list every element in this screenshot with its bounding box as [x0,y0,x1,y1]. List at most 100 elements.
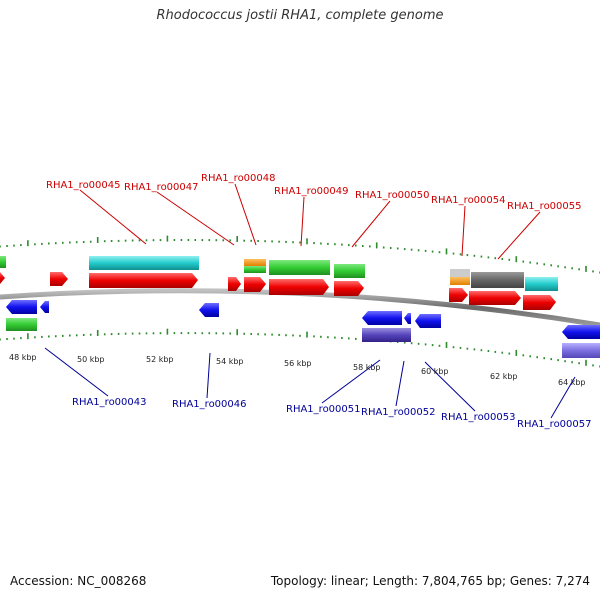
tick-mark [571,361,573,364]
scale-label: 64 kbp [558,378,586,387]
tick-mark [187,332,190,335]
tick-mark [34,336,36,339]
tick-mark [75,334,78,337]
gene-ro00048-b[interactable] [244,266,266,273]
gene-feature[interactable] [404,313,411,324]
tick-mark [459,253,462,256]
tick-track-top [0,235,600,274]
scale-label: 58 kbp [353,363,381,372]
gene-feature[interactable] [40,301,49,313]
tick-mark [152,239,155,242]
tick-mark [292,334,294,337]
tick-mark [341,243,343,246]
tick-mark [62,334,64,337]
gene-ro00048-cds[interactable] [244,277,266,292]
tick-mark [557,265,559,268]
tick-mark [20,337,22,340]
tick-mark [459,346,462,349]
tick-mark [89,240,92,243]
accession-text: Accession: NC_008268 [10,574,147,588]
gene-feature[interactable] [562,325,600,339]
gene-feature[interactable] [0,256,6,268]
tick-mark [278,240,280,243]
gene-ro00053[interactable] [415,314,441,328]
tick-mark [403,341,406,344]
tick-mark [592,364,594,367]
tick-mark [0,245,1,248]
tick-mark [515,256,518,263]
gene-ro00055-cds[interactable] [469,291,521,305]
gene-label[interactable]: RHA1_ro00048 [201,173,276,184]
gene-ro00049-cds[interactable] [269,279,329,295]
tick-mark [438,344,441,347]
gene-ro00054-cds[interactable] [449,288,468,302]
gene-label[interactable]: RHA1_ro00054 [431,195,506,206]
gene-ro00052[interactable] [362,328,411,342]
gene-label[interactable]: RHA1_ro00050 [355,190,430,201]
tick-mark [362,245,364,247]
gene-ro00043[interactable] [6,300,37,314]
genome-summary-text: Topology: linear; Length: 7,804,765 bp; … [270,574,590,588]
tick-mark [424,343,427,346]
gene-ro00051[interactable] [362,311,402,325]
tick-mark [431,250,434,253]
tick-mark [82,334,85,336]
tick-mark [382,246,385,249]
gene-ro00057[interactable] [562,343,600,358]
gene-label[interactable]: RHA1_ro00055 [507,201,582,212]
tick-mark [89,333,92,336]
gene-label[interactable]: RHA1_ro00057 [517,419,592,430]
gene-label[interactable]: RHA1_ro00046 [172,399,247,410]
gene-ro00050-cds[interactable] [334,281,364,296]
tick-mark [369,245,371,248]
gene-ro00047[interactable] [228,277,241,291]
scale-label: 60 kbp [421,367,449,376]
tick-mark [403,248,406,251]
gene-feature[interactable] [523,295,556,310]
gene-ro00045-cds[interactable] [89,273,198,288]
tick-mark [320,242,322,245]
gene-label[interactable]: RHA1_ro00049 [274,186,349,197]
gene-ro00046[interactable] [199,303,219,317]
tick-mark [480,349,483,352]
tick-mark [138,332,141,335]
gene-label[interactable]: RHA1_ro00051 [286,404,361,415]
gene-ro00054-a[interactable] [450,269,470,277]
tick-mark [69,334,71,337]
scale-label: 62 kbp [490,372,518,381]
tick-mark [550,264,552,267]
gene-ro00055[interactable] [525,277,558,291]
tick-mark [445,342,448,348]
tick-mark [299,334,301,337]
gene-ro00055-gray[interactable] [471,272,524,288]
tick-mark [27,240,29,247]
gene-label[interactable]: RHA1_ro00045 [46,180,121,191]
gene-label[interactable]: RHA1_ro00052 [361,407,436,418]
gene-feature[interactable] [0,272,5,284]
tick-mark [243,239,245,242]
tick-mark [236,329,238,336]
gene-ro00050[interactable] [334,264,365,278]
tick-mark [110,240,113,242]
gene-ro00045[interactable] [89,256,199,270]
gene-label[interactable]: RHA1_ro00043 [72,397,147,408]
tick-mark [103,333,106,336]
gene-label[interactable]: RHA1_ro00053 [441,412,516,423]
tick-mark [173,239,176,241]
gene-ro00049[interactable] [269,260,330,275]
tick-mark [201,239,204,242]
tick-mark [82,241,85,243]
gene-ro00054-b[interactable] [450,277,470,285]
tick-mark [131,239,134,242]
tick-mark [250,239,252,242]
tick-mark [571,267,573,270]
tick-mark [320,335,322,338]
gene-ro00043-b[interactable] [6,318,37,331]
tick-mark [487,350,490,352]
tick-mark [550,358,552,361]
tick-mark [501,351,504,354]
gene-label[interactable]: RHA1_ro00047 [124,182,199,193]
gene-ro00048[interactable] [244,259,266,266]
gene-feature[interactable] [50,272,68,286]
tick-mark [41,242,43,245]
